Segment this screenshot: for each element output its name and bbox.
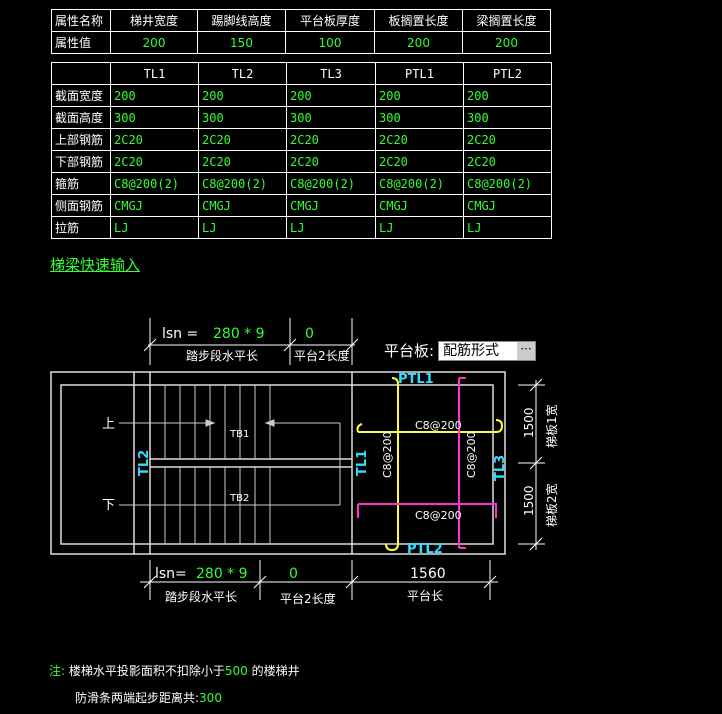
platform-slab-selected: 配筋形式	[443, 342, 500, 359]
beam-quick-input-link[interactable]: 梯梁快速输入	[50, 256, 141, 274]
beam-row-height: 截面高度 300 300 300 300 300	[51, 106, 552, 129]
bottom-dimension-lines	[140, 560, 498, 600]
beam-cell[interactable]: 300	[286, 106, 376, 129]
note-line-1: 注: 楼梯水平投影面积不扣除小于500 的楼梯井	[49, 658, 300, 685]
beam-cell[interactable]: 2C20	[286, 150, 376, 173]
platform-slab-control: 平台板: 配筋形式 ···	[384, 340, 537, 361]
bottom-lsn-prefix: lsn=	[155, 566, 187, 582]
attribute-header-slab-bearing: 板搁置长度	[374, 9, 463, 32]
note-line-2-a: 防滑条两端起步距离共:	[75, 691, 200, 705]
beam-row-label: 上部钢筋	[51, 128, 111, 151]
rebar-label-right[interactable]: C8@200	[465, 431, 478, 478]
run2-width-value[interactable]: 1500	[522, 485, 536, 516]
platform-slab-label: 平台板:	[384, 342, 435, 360]
attribute-table: 属性名称 梯井宽度 踢脚线高度 平台板厚度 板搁置长度 梁搁置长度 属性值 20…	[51, 9, 551, 54]
tl3-beam-label[interactable]: TL3	[493, 455, 508, 481]
stairwell-min-value[interactable]: 500	[224, 664, 248, 678]
right-dimension-lines	[518, 378, 545, 551]
rebar-label-left[interactable]: C8@200	[381, 431, 394, 478]
bottom-lsn-value[interactable]: 280 * 9	[196, 566, 248, 582]
tl2-beam-label[interactable]: TL2	[137, 450, 152, 476]
bottom-platform2-label: 平台2长度	[280, 591, 336, 606]
note-prefix: 注:	[49, 664, 66, 678]
beam-row-bottom-rebar: 下部钢筋 2C20 2C20 2C20 2C20 2C20	[51, 150, 552, 173]
top-platform2-value[interactable]: 0	[305, 326, 314, 342]
bottom-platform2-value[interactable]: 0	[289, 566, 298, 582]
stair-treads	[164, 385, 271, 544]
beam-cell[interactable]: 200	[286, 84, 376, 107]
slab-bearing-field[interactable]: 200	[374, 31, 463, 54]
ptl2-beam-label[interactable]: PTL2	[407, 542, 443, 557]
beam-header-ptl2: PTL2	[463, 62, 552, 85]
beam-row-side-rebar: 侧面钢筋 CMGJ CMGJ CMGJ CMGJ CMGJ	[51, 194, 552, 217]
beam-row-stirrup: 箍筋 C8@200(2) C8@200(2) C8@200(2) C8@200(…	[51, 172, 552, 195]
attribute-value-label: 属性值	[51, 31, 111, 54]
bottom-platform-label: 平台长	[407, 588, 443, 603]
beam-row-width: 截面宽度 200 200 200 200 200	[51, 84, 552, 107]
attribute-header-name: 属性名称	[51, 9, 111, 32]
rebar-label-bottom[interactable]: C8@200	[415, 509, 462, 522]
more-options-button[interactable]: ···	[517, 341, 536, 360]
beam-row-tie: 拉筋 LJ LJ LJ LJ LJ	[51, 216, 552, 239]
bottom-platform-length-value[interactable]: 1560	[410, 566, 446, 582]
stair-board-te1: TB1	[229, 429, 249, 440]
platform-slab-select[interactable]: 配筋形式 ···	[438, 340, 537, 361]
anti-slip-offset-value[interactable]: 300	[199, 691, 222, 705]
beam-row-label: 截面高度	[51, 106, 111, 129]
tl1-beam-label[interactable]: TL1	[355, 450, 370, 476]
beam-cell[interactable]: LJ	[286, 216, 376, 239]
up-label: 上	[102, 417, 115, 432]
beam-cell[interactable]: 200	[198, 84, 287, 107]
note-line-1-a: 楼梯水平投影面积不扣除小于	[68, 664, 225, 678]
run1-width-value[interactable]: 1500	[522, 407, 536, 438]
beam-cell[interactable]: 300	[198, 106, 287, 129]
beam-header-row: TL1 TL2 TL3 PTL1 PTL2	[51, 62, 552, 85]
rebar-label-top[interactable]: C8@200	[415, 419, 462, 432]
walk-line-arrows	[119, 419, 341, 506]
down-label: 下	[102, 498, 115, 513]
top-lsn-value[interactable]: 280 * 9	[213, 326, 265, 342]
stair-board-te2: TB2	[229, 493, 249, 504]
beam-table: TL1 TL2 TL3 PTL1 PTL2 截面宽度 200 200 200 2…	[51, 62, 552, 239]
beam-cell[interactable]: 2C20	[375, 128, 464, 151]
beam-bearing-field[interactable]: 200	[462, 31, 551, 54]
notes: 注: 楼梯水平投影面积不扣除小于500 的楼梯井 防滑条两端起步距离共:300	[49, 658, 300, 712]
beam-cell[interactable]: LJ	[375, 216, 464, 239]
note-line-2: 防滑条两端起步距离共:300	[49, 685, 300, 712]
run2-width-label: 梯板2宽	[544, 483, 559, 527]
slab-thickness-field[interactable]: 100	[285, 31, 375, 54]
beam-cell[interactable]: 200	[375, 84, 464, 107]
beam-cell[interactable]: C8@200(2)	[463, 172, 552, 195]
beam-cell[interactable]: LJ	[110, 216, 199, 239]
run1-width-label: 梯板1宽	[544, 404, 559, 448]
beam-row-label: 下部钢筋	[51, 150, 111, 173]
stair-walls	[50, 371, 506, 555]
yellow-rebar	[356, 377, 504, 552]
beam-cell[interactable]: CMGJ	[286, 194, 376, 217]
attribute-header-beam-bearing: 梁搁置长度	[462, 9, 551, 32]
beam-row-label: 拉筋	[51, 216, 111, 239]
magenta-rebar	[357, 377, 497, 549]
beam-cell[interactable]: 2C20	[110, 150, 199, 173]
attribute-value-row: 属性值 200 150 100 200 200	[51, 31, 551, 54]
note-line-1-b: 的楼梯井	[251, 664, 300, 678]
ptl1-beam-label[interactable]: PTL1	[398, 372, 434, 387]
beam-cell[interactable]: LJ	[463, 216, 552, 239]
top-platform2-label: 平台2长度	[294, 348, 350, 363]
top-run-length-label: 踏步段水平长	[186, 348, 258, 363]
stairwell-width-field[interactable]: 200	[110, 31, 198, 54]
top-lsn-prefix: lsn =	[162, 326, 198, 342]
top-dimension-lines	[143, 318, 359, 365]
bottom-run-length-label: 踏步段水平长	[165, 589, 237, 604]
attribute-header-row: 属性名称 梯井宽度 踢脚线高度 平台板厚度 板搁置长度 梁搁置长度	[51, 9, 551, 32]
